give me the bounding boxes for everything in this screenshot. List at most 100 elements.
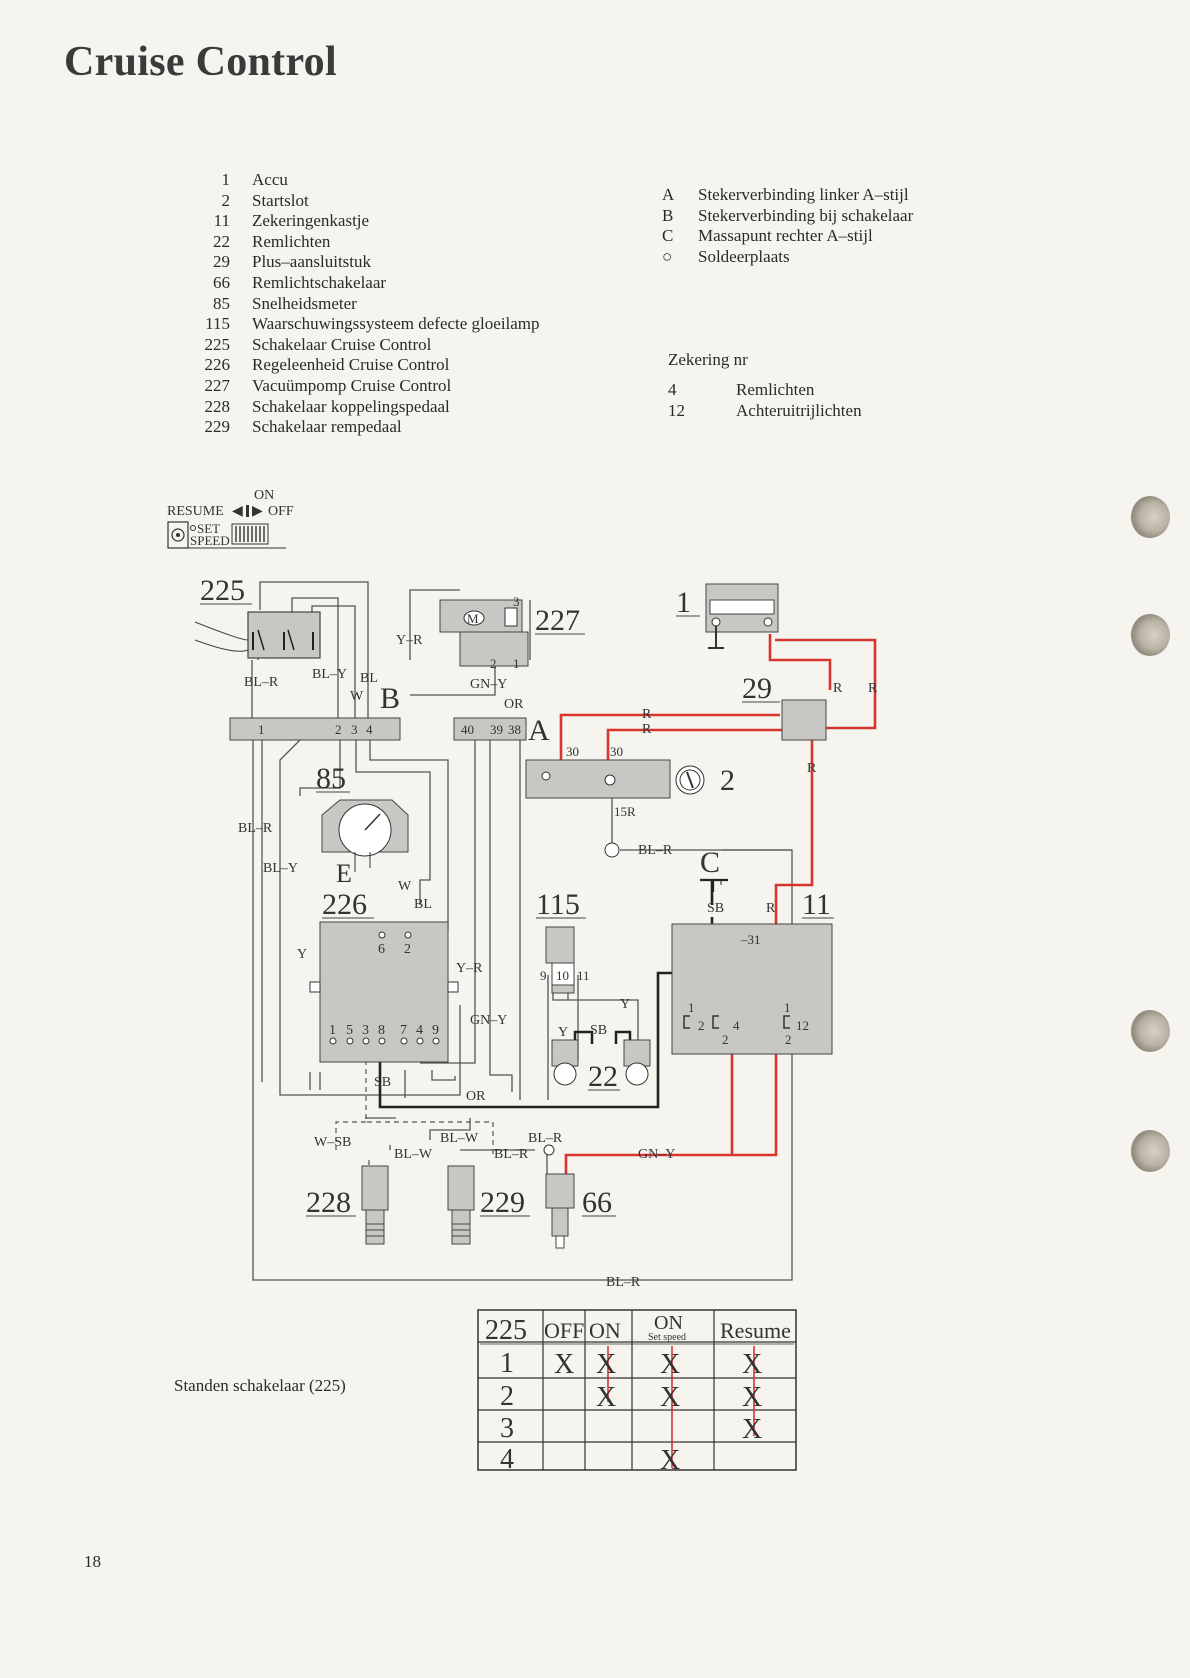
connector-label: Soldeerplaats: [698, 246, 790, 266]
speedometer-needle: [364, 813, 381, 831]
connector-key: B: [662, 205, 674, 225]
switch-225-cable-2: [194, 639, 249, 652]
control-unit-pin-dot: [378, 931, 386, 939]
fuse-box-body: [671, 923, 833, 1055]
wire-label: BL–R: [606, 1275, 641, 1290]
page-title: Cruise Control: [64, 39, 337, 85]
legend-label: Plus–aansluitstuk: [252, 252, 372, 272]
legend-num: 115: [205, 314, 230, 334]
set-button-icon: [171, 528, 185, 542]
ignition-key-ring: [679, 769, 701, 791]
ignition-pin-30a: 30: [566, 744, 579, 759]
fuse-num: 12: [668, 400, 685, 420]
pump-227-pin-3: 3: [513, 594, 520, 609]
wire-label: SB: [707, 901, 724, 916]
legend-label: Vacuümpomp Cruise Control: [252, 375, 452, 395]
wire-label: BL–R: [528, 1131, 563, 1146]
legend-num: 85: [213, 293, 230, 313]
connector-a-body: [453, 717, 527, 741]
ignition-contact: [604, 774, 616, 786]
arrow-right-icon: ▶: [252, 504, 263, 519]
table-column-lines: [542, 1310, 715, 1470]
table-connection-lines: [607, 1346, 755, 1468]
wire-label: BL–R: [494, 1147, 529, 1162]
label-29: 29: [742, 672, 772, 705]
wire-label: BL–Y: [263, 861, 298, 876]
pump-227-pin-2: 2: [490, 656, 497, 671]
brake-light-switch-plunger: [555, 1235, 565, 1249]
ground-c: C: [700, 846, 728, 892]
wire-label: SB: [374, 1075, 391, 1090]
table-header-225: 225: [485, 1315, 527, 1346]
table-header-off: OFF: [544, 1318, 584, 1343]
switch-225-cable: [194, 621, 249, 641]
punch-hole: [1130, 614, 1170, 656]
legend-num: 228: [204, 396, 231, 416]
fuse-box-pin-12: 12: [796, 1018, 809, 1033]
brake-light-left-housing: [551, 1039, 579, 1067]
control-unit-pin-6: 6: [378, 942, 385, 957]
legend-item: 85 Snelheidsmeter: [190, 294, 540, 315]
speedometer-85: 85 E: [316, 762, 409, 888]
connector-b-pin-3: 3: [351, 722, 358, 737]
label-227: 227: [535, 604, 580, 637]
wire-label: BL–R: [238, 821, 273, 836]
legend-num: 225: [204, 334, 231, 354]
arrow-left-icon: ◀: [232, 504, 243, 519]
wire-label: Y: [620, 997, 630, 1012]
connector-label: Stekerverbinding linker A–stijl: [698, 185, 909, 204]
wire-label: BL–R: [638, 843, 673, 858]
wire-label: Y–R: [396, 633, 423, 648]
control-unit-pin-3: 3: [362, 1023, 369, 1038]
control-unit-pin-4: 4: [416, 1023, 423, 1038]
label-229: 229: [480, 1186, 525, 1219]
connector-a-pin-40: 40: [461, 722, 474, 737]
control-unit-pin-5: 5: [346, 1023, 353, 1038]
connector-item: ○Soldeerplaats: [662, 247, 913, 268]
label-e: E: [336, 859, 352, 888]
connector-key: C: [662, 226, 674, 246]
label-115: 115: [536, 888, 580, 921]
vacuum-pump-227: M 3 2 1 227: [439, 594, 585, 671]
fuse-box-pin-2b: 2: [722, 1032, 729, 1047]
wire-label: SB: [590, 1023, 607, 1038]
switch-resume-label: RESUME: [167, 504, 224, 519]
fuse-box-pin-2c: 2: [785, 1032, 792, 1047]
control-unit-bottom-pins: [329, 1037, 440, 1045]
battery-minus-terminal: [711, 617, 721, 627]
clutch-switch-thread: [366, 1223, 384, 1237]
speedometer-pins: [354, 852, 371, 872]
bulb-warning-connector: [551, 984, 575, 994]
wire-label: BL: [360, 671, 378, 686]
ignition-pin-15r: 15R: [614, 804, 636, 819]
wire-label: BL–Y: [312, 667, 347, 682]
legend-label: Accu: [252, 170, 288, 189]
bulb-warning-body: [545, 926, 575, 964]
connector-b: 1 2 3 4 B: [229, 682, 401, 741]
bulb-warning-pin-11: 11: [577, 968, 590, 983]
switch-on-label: ON: [254, 488, 274, 503]
table-mark: X: [554, 1349, 574, 1380]
set-button-dot: [176, 533, 180, 537]
connector-key: A: [662, 185, 675, 204]
brake-light-left-bulb-icon: [553, 1062, 577, 1086]
wire-label: BL: [414, 897, 432, 912]
brake-light-ground-bars: [573, 1030, 632, 1044]
switch-225-contacts: [252, 632, 314, 650]
ignition-2: 2 30 30 15R: [525, 744, 735, 858]
wire-label: R: [642, 707, 652, 722]
switch-position-table: 225 OFF ON ON Set speed Resume 1 2 3 4 X…: [477, 1309, 797, 1476]
legend-label: Snelheidsmeter: [252, 293, 357, 313]
brake-switch-229: 229: [447, 1165, 530, 1245]
table-header-on: ON: [589, 1318, 621, 1343]
wire-label: GN–Y: [638, 1147, 675, 1162]
wire-label: Y–R: [456, 961, 483, 976]
